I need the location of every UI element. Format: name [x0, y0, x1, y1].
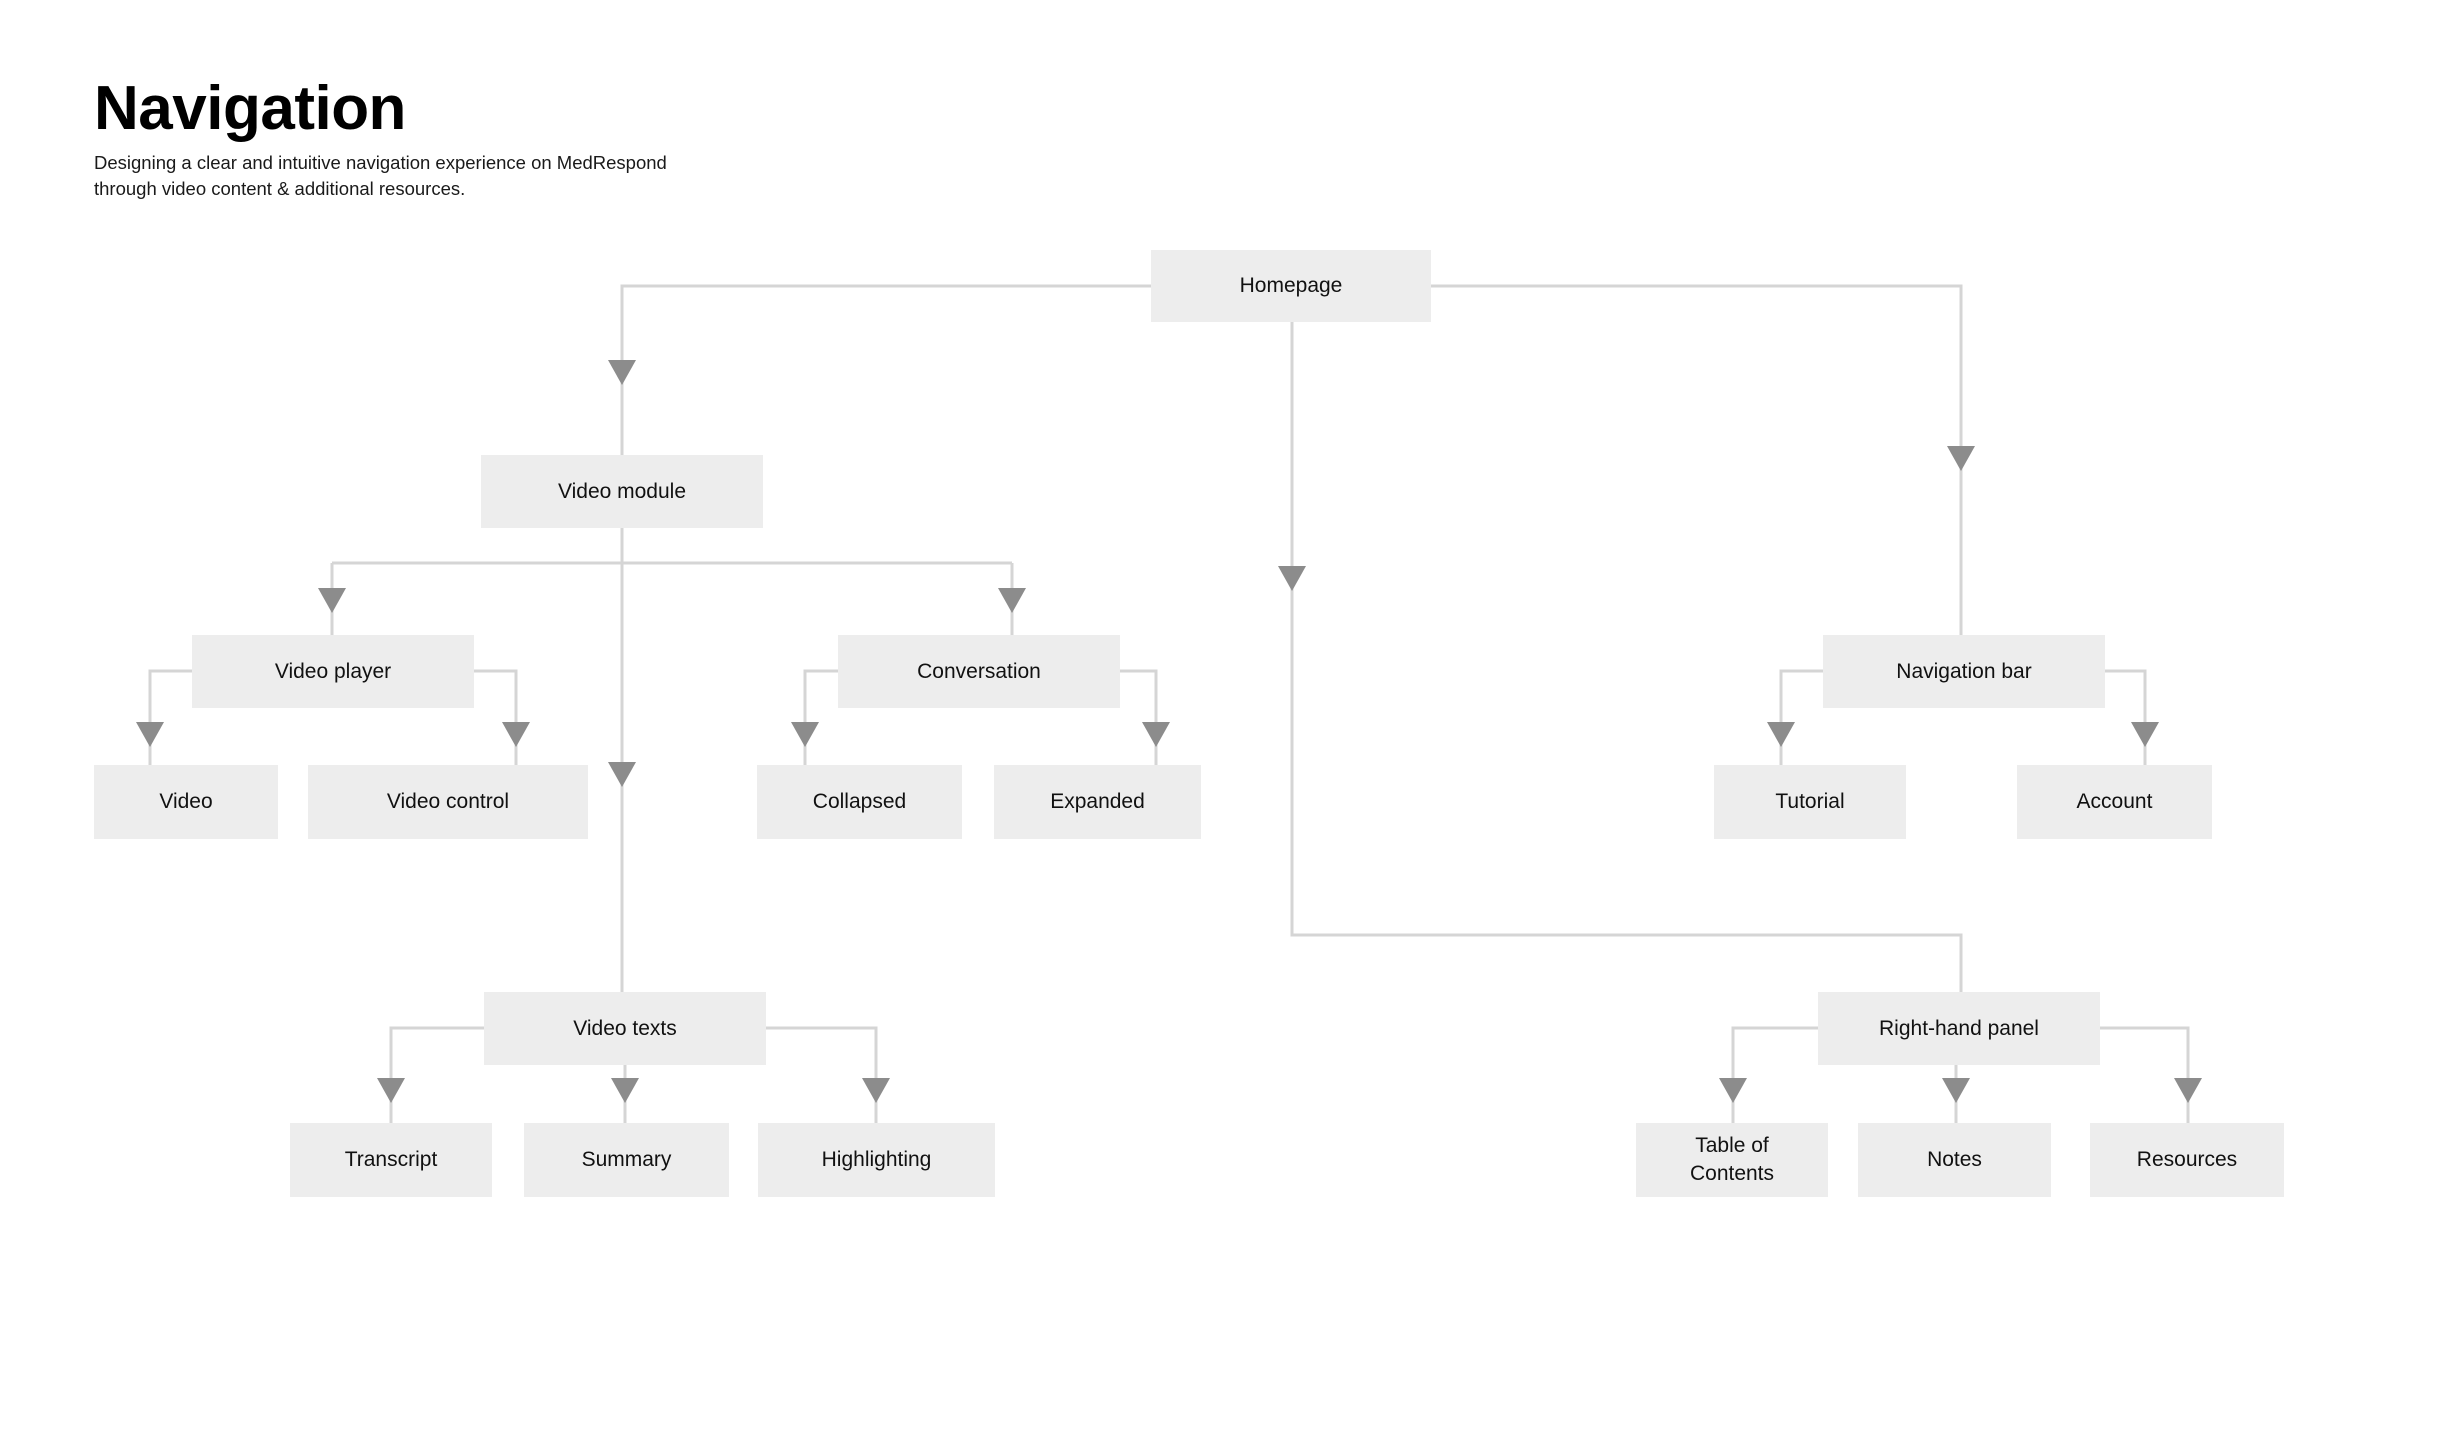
- node-expanded[interactable]: Expanded: [994, 765, 1201, 839]
- edge-video-module-to-video-texts: [608, 455, 636, 992]
- node-video-player[interactable]: Video player: [192, 635, 474, 708]
- node-video-control[interactable]: Video control: [308, 765, 588, 839]
- node-highlighting[interactable]: Highlighting: [758, 1123, 995, 1197]
- node-homepage[interactable]: Homepage: [1151, 250, 1431, 322]
- node-label: Right-hand panel: [1879, 1016, 2039, 1040]
- node-video-module[interactable]: Video module: [481, 455, 763, 528]
- node-right-panel[interactable]: Right-hand panel: [1818, 992, 2100, 1065]
- node-summary[interactable]: Summary: [524, 1123, 729, 1197]
- node-label: Summary: [581, 1148, 672, 1172]
- node-label: Conversation: [917, 659, 1041, 683]
- node-label: Account: [2076, 790, 2153, 814]
- page-header: Navigation Designing a clear and intuiti…: [94, 78, 894, 203]
- node-video-texts[interactable]: Video texts: [484, 992, 766, 1065]
- node-collapsed[interactable]: Collapsed: [757, 765, 962, 839]
- node-label: Video texts: [573, 1016, 677, 1040]
- node-label: Expanded: [1050, 790, 1145, 814]
- page-title: Navigation: [94, 74, 406, 143]
- node-label: Video control: [386, 790, 510, 814]
- node-conversation[interactable]: Conversation: [838, 635, 1120, 708]
- node-resources[interactable]: Resources: [2090, 1123, 2284, 1197]
- node-label: Video player: [274, 659, 392, 683]
- node-label: Notes: [1927, 1148, 1982, 1172]
- node-toc[interactable]: Table of Contents: [1636, 1123, 1828, 1197]
- node-label: Collapsed: [812, 790, 907, 814]
- node-transcript[interactable]: Transcript: [290, 1123, 492, 1197]
- node-label: Homepage: [1239, 274, 1343, 298]
- node-label: Tutorial: [1775, 790, 1845, 814]
- node-label: Transcript: [344, 1148, 438, 1172]
- node-nav-bar[interactable]: Navigation bar: [1823, 635, 2105, 708]
- node-video[interactable]: Video: [94, 765, 278, 839]
- node-label: Navigation bar: [1896, 659, 2032, 683]
- page-subtitle: Designing a clear and intuitive navigati…: [94, 152, 667, 200]
- node-tutorial[interactable]: Tutorial: [1714, 765, 1906, 839]
- node-label: Highlighting: [821, 1148, 932, 1172]
- node-account[interactable]: Account: [2017, 765, 2212, 839]
- node-label: Table of Contents: [1689, 1134, 1775, 1185]
- node-label: Resources: [2136, 1148, 2238, 1172]
- node-notes[interactable]: Notes: [1858, 1123, 2051, 1197]
- node-label: Video: [159, 790, 213, 814]
- node-label: Video module: [557, 479, 687, 503]
